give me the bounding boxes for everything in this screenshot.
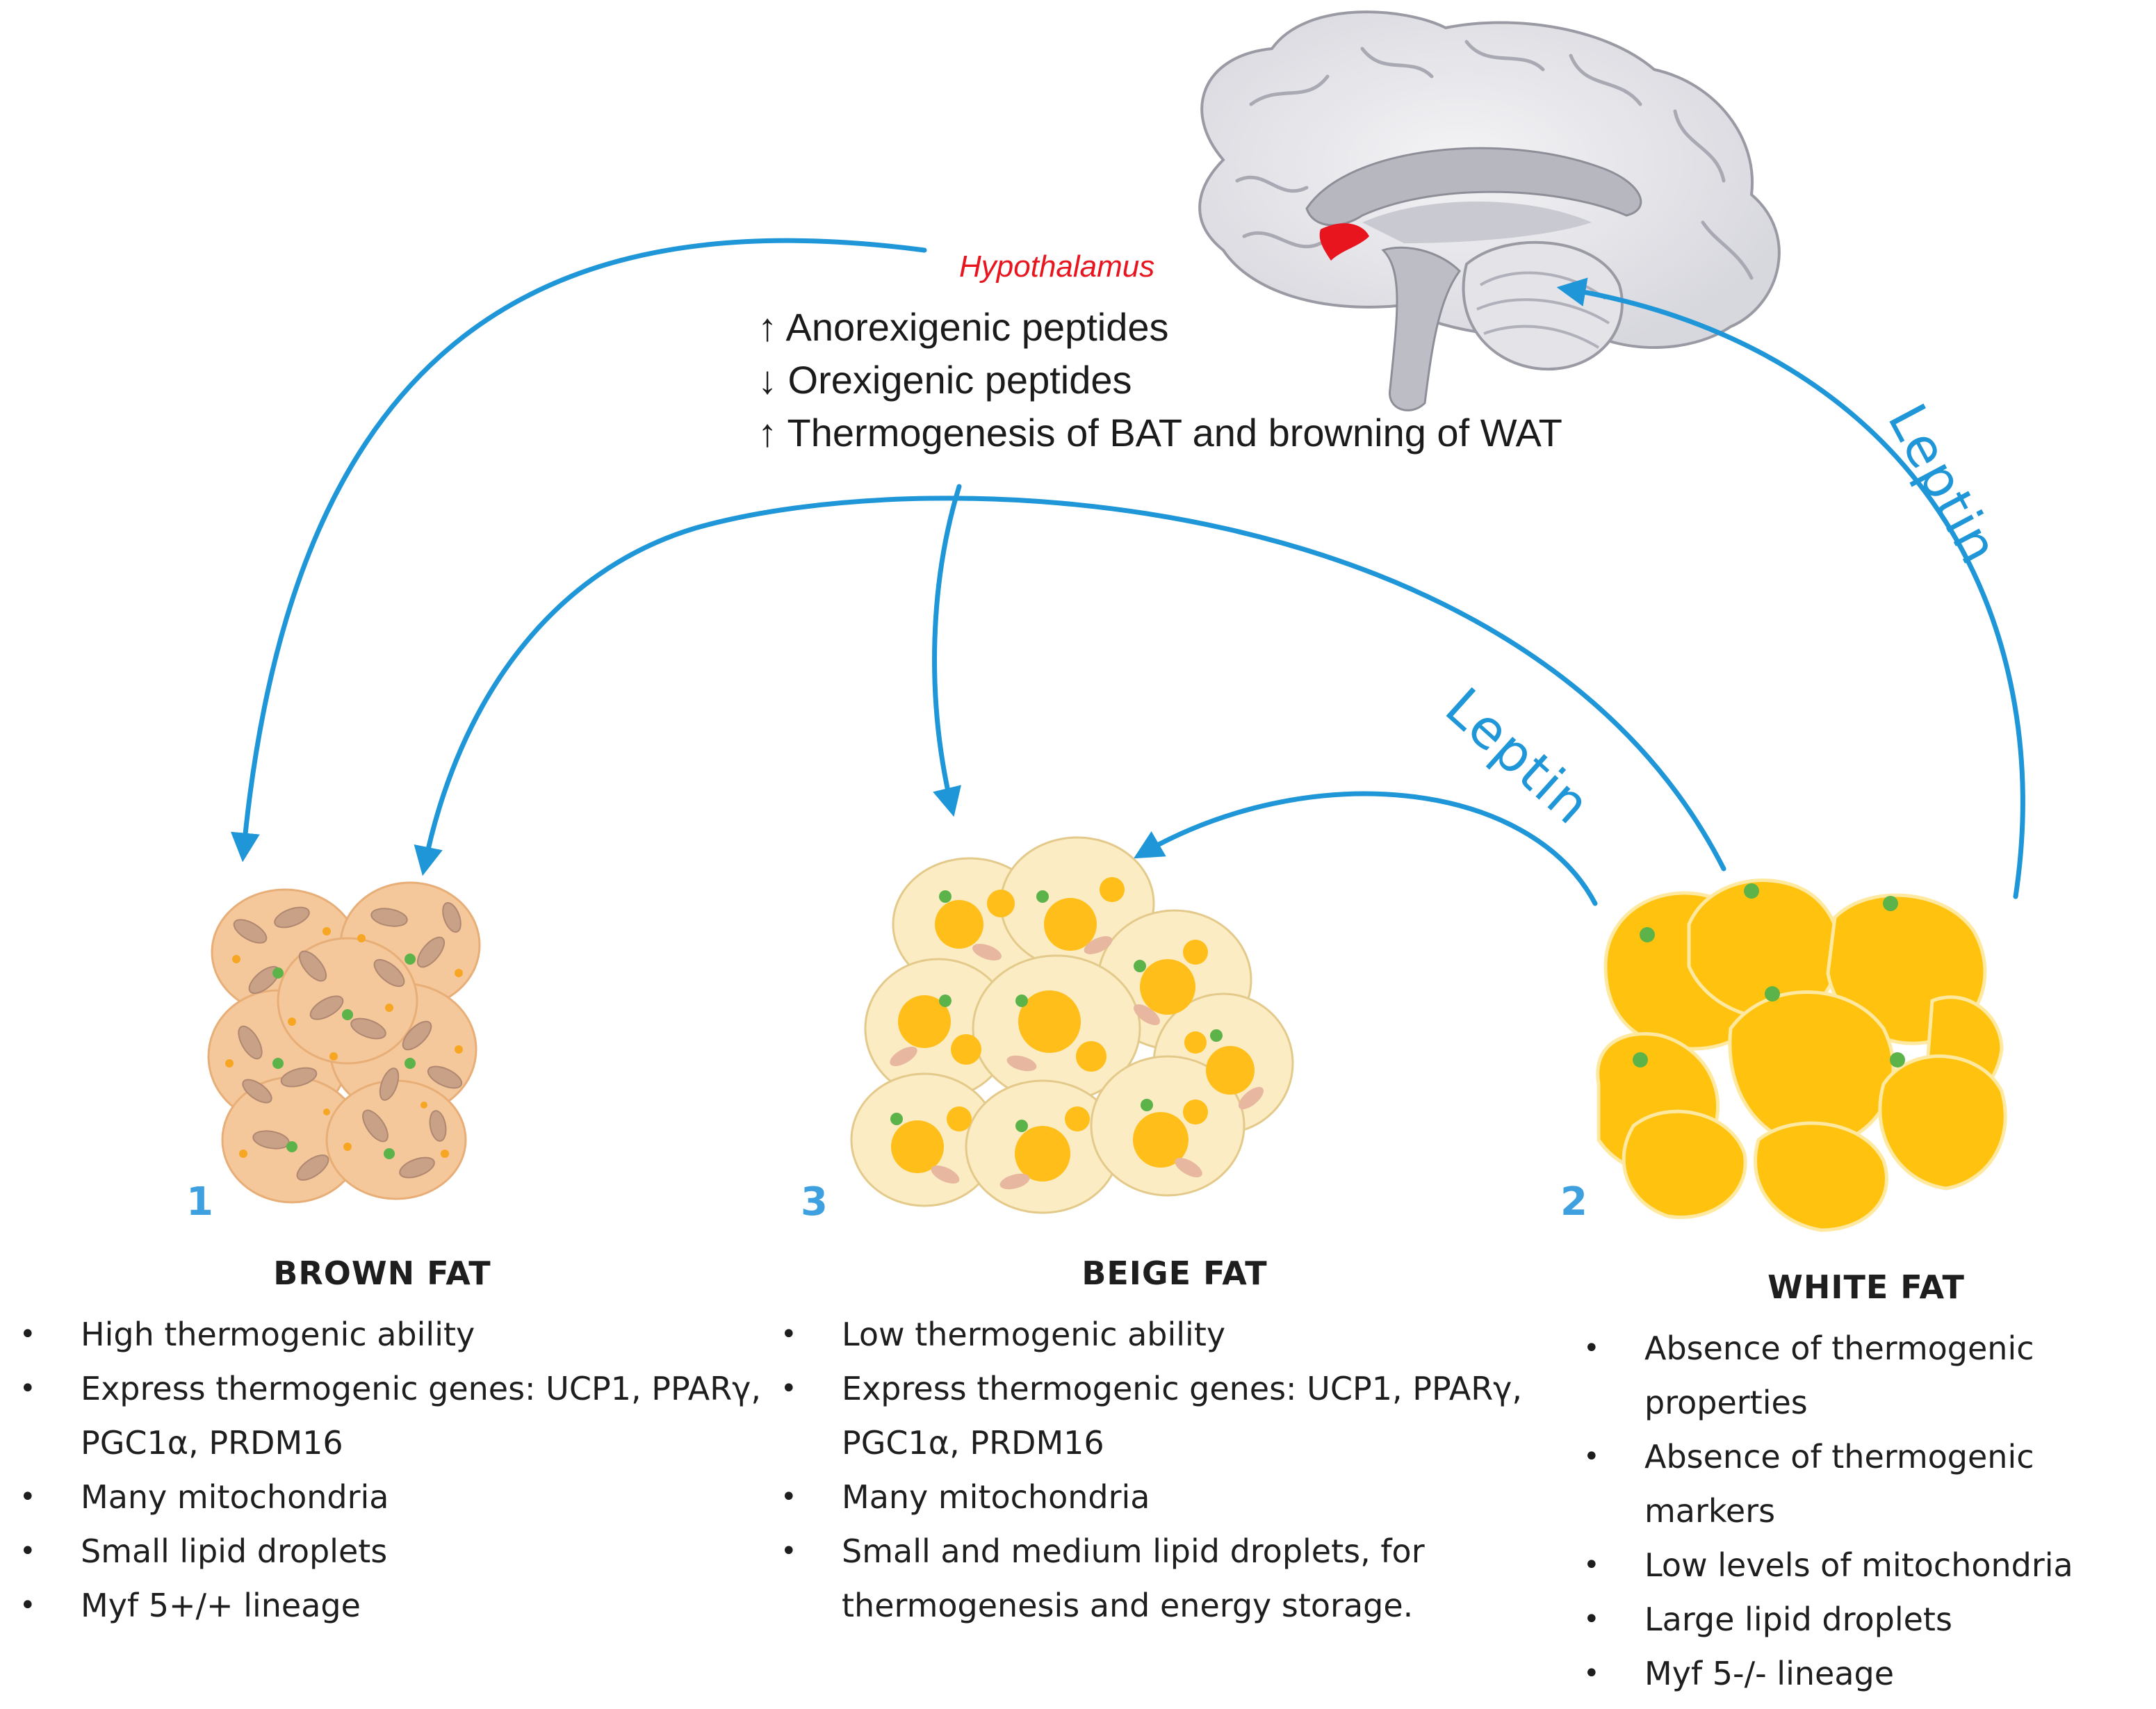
arrow-white-to-brown — [414, 496, 1726, 876]
arrow-white-to-brain — [1556, 277, 2025, 899]
leptin-label-middle: Leptin — [1434, 676, 1603, 836]
beige-fat-number: 3 — [801, 1179, 828, 1225]
list-item: •Low levels of mitochondria — [1583, 1546, 2073, 1584]
effect-line-thermogenesis: ↑ Thermogenesis of BAT and browning of W… — [758, 411, 1562, 455]
white-fat-panel: WHITE FAT •Absence of thermogenic proper… — [1557, 1268, 2148, 1701]
hypothalamus-region — [1319, 223, 1369, 261]
list-item: •Large lipid droplets — [1583, 1601, 1952, 1638]
list-item: •Small and medium lipid droplets, for th… — [781, 1532, 1425, 1624]
beige-fat-bullets: •Low thermogenic ability •Express thermo… — [775, 1307, 1574, 1633]
arrow-hypothalamus-to-brown — [230, 238, 927, 862]
list-item: •Absence of thermogenic markers — [1583, 1438, 2034, 1530]
beige-fat-cluster — [850, 836, 1294, 1214]
white-fat-bullets: •Absence of thermogenic properties •Abse… — [1578, 1321, 2148, 1701]
hypothalamus-label: Hypothalamus — [959, 250, 1154, 284]
brown-fat-title: BROWN FAT — [273, 1254, 491, 1292]
list-item: •Low thermogenic ability — [781, 1316, 1226, 1353]
beige-fat-panel: BEIGE FAT •Low thermogenic ability •Expr… — [775, 1254, 1574, 1633]
list-item: •Myf 5-/- lineage — [1583, 1655, 1895, 1692]
list-item: •Many mitochondria — [781, 1478, 1150, 1516]
leptin-label-right: Leptin — [1876, 394, 2011, 575]
brown-fat-number: 1 — [186, 1179, 213, 1225]
effect-line-anorexigenic: ↑ Anorexigenic peptides — [758, 305, 1169, 349]
brown-fat-bullets: •High thermogenic ability •Express therm… — [14, 1307, 765, 1633]
list-item: •Express thermogenic genes: UCP1, PPARγ,… — [781, 1370, 1523, 1462]
list-item: •Myf 5+/+ lineage — [19, 1587, 361, 1624]
list-item: •High thermogenic ability — [19, 1316, 475, 1353]
arrow-hypothalamus-to-beige — [932, 484, 962, 817]
white-fat-number: 2 — [1560, 1179, 1587, 1225]
brain-illustration — [1198, 10, 1781, 411]
brown-fat-panel: BROWN FAT •High thermogenic ability •Exp… — [0, 1254, 765, 1633]
effect-line-orexigenic: ↓ Orexigenic peptides — [758, 358, 1132, 402]
white-fat-title: WHITE FAT — [1767, 1268, 1965, 1306]
brown-fat-cluster — [207, 881, 481, 1204]
list-item: •Many mitochondria — [19, 1478, 389, 1516]
arrow-white-to-beige — [1133, 791, 1598, 906]
list-item: •Absence of thermogenic properties — [1583, 1330, 2034, 1421]
list-item: •Small lipid droplets — [19, 1532, 388, 1570]
list-item: •Express thermogenic genes: UCP1, PPARγ,… — [19, 1370, 762, 1462]
white-fat-cluster — [1596, 878, 2007, 1232]
beige-fat-title: BEIGE FAT — [1081, 1254, 1268, 1292]
